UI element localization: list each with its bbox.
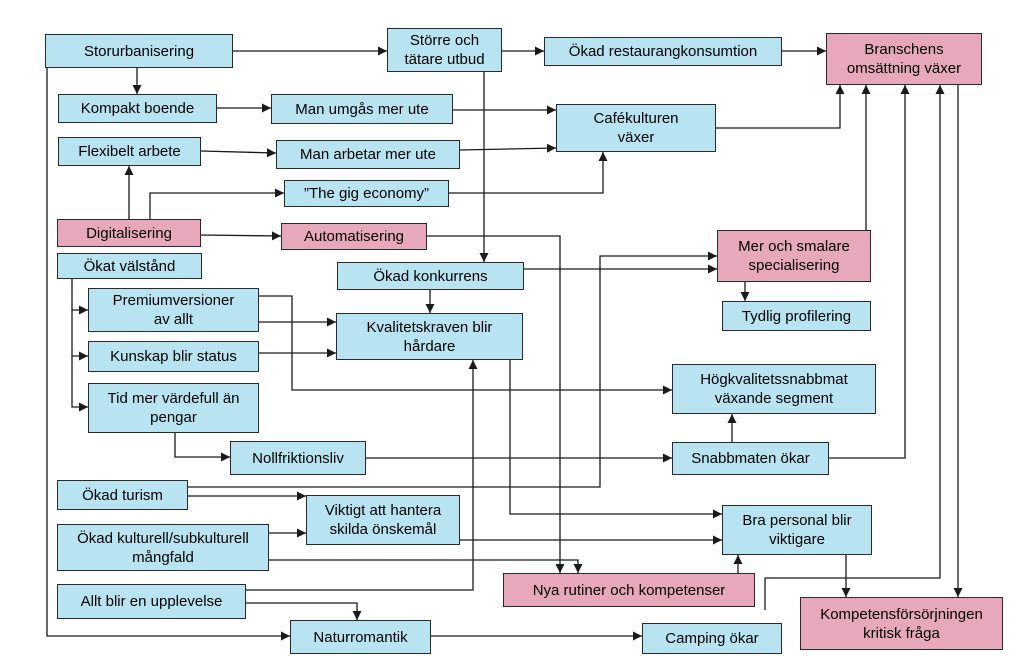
edge-storurb-natur [46, 68, 290, 641]
node-kompetensforsorjningen: Kompetensförsörjningen kritisk fråga [800, 597, 1003, 650]
edge-snabbmat-bransch [829, 85, 910, 459]
edge-digital-gig [149, 188, 284, 219]
edge-turism-smalare [188, 251, 717, 488]
edge-upplev-natur [246, 602, 362, 620]
edge-flexibelt-arbetar [200, 148, 277, 158]
node-okad-konkurrens: Ökad konkurrens [337, 262, 524, 290]
node-okat-valstand: Ökat välstånd [57, 253, 202, 279]
edge-valstand-premium [71, 279, 88, 315]
node-man-arbetar-mer-ute: Man arbetar mer ute [276, 140, 460, 169]
node-storurbanisering: Storurbanisering [45, 34, 233, 68]
node-cafekulturen: Cafékulturen växer [556, 104, 716, 152]
node-okad-turism: Ökad turism [57, 480, 188, 510]
node-camping-okar: Camping ökar [642, 623, 782, 654]
node-tid-mer-vardefull: Tid mer värdefull än pengar [88, 383, 259, 433]
edge-arbetar-cafe [459, 143, 557, 153]
edge-valstand-kunskap [71, 310, 88, 361]
node-allt-blir-upplevelse: Allt blir en upplevelse [57, 584, 246, 619]
node-flexibelt-arbete: Flexibelt arbete [58, 137, 201, 166]
edge-digital-automat [200, 231, 282, 241]
node-tydlig-profilering: Tydlig profilering [722, 301, 871, 331]
node-kvalitetskraven: Kvalitetskraven blir hårdare [336, 313, 523, 360]
node-storre-utbud: Större och tätare utbud [387, 28, 502, 72]
node-digitalisering: Digitalisering [57, 219, 201, 247]
node-hogkvalitetssnabbmat: Högkvalitetssnabbmat växande segment [672, 364, 876, 414]
edge-tid-nollfr [174, 433, 230, 462]
edge-kultur-nya [269, 559, 583, 573]
edge-upplev-kvalitet [246, 360, 478, 591]
node-okad-restaurangkonsumtion: Ökad restaurangkonsumtion [544, 37, 782, 66]
node-naturromantik: Naturromantik [290, 620, 431, 654]
node-okad-kulturell-mangfald: Ökad kulturell/subkulturell mångfald [57, 524, 269, 571]
node-mer-och-smalare-specialisering: Mer och smalare specialisering [717, 230, 871, 282]
node-nya-rutiner: Nya rutiner och kompetenser [503, 573, 755, 607]
edge-gig-cafe [449, 152, 608, 194]
edge-camping-bransch [764, 85, 945, 610]
edge-premium-hogkval [259, 295, 672, 395]
node-branschens-omsattning: Branschens omsättning växer [826, 33, 982, 85]
node-premiumversioner: Premiumversioner av allt [88, 288, 259, 332]
node-viktigt-att-hantera: Viktigt att hantera skilda önskemål [306, 495, 460, 545]
node-snabbmaten-okar: Snabbmaten ökar [672, 442, 829, 475]
node-nollfriktionsliv: Nollfriktionsliv [230, 441, 366, 475]
node-kunskap-blir-status: Kunskap blir status [88, 341, 259, 372]
node-man-umgas-mer-ute: Man umgås mer ute [271, 94, 453, 124]
edge-valstand-tid [71, 356, 88, 412]
edge-automat-nya [427, 235, 565, 573]
node-bra-personal: Bra personal blir viktigare [722, 505, 872, 555]
edge-kvalitet-bra [509, 360, 722, 519]
node-automatisering: Automatisering [281, 223, 427, 250]
node-kompakt-boende: Kompakt boende [58, 94, 217, 123]
node-gig-economy: ”The gig economy” [284, 180, 449, 207]
edge-cafe-bransch [716, 85, 845, 129]
